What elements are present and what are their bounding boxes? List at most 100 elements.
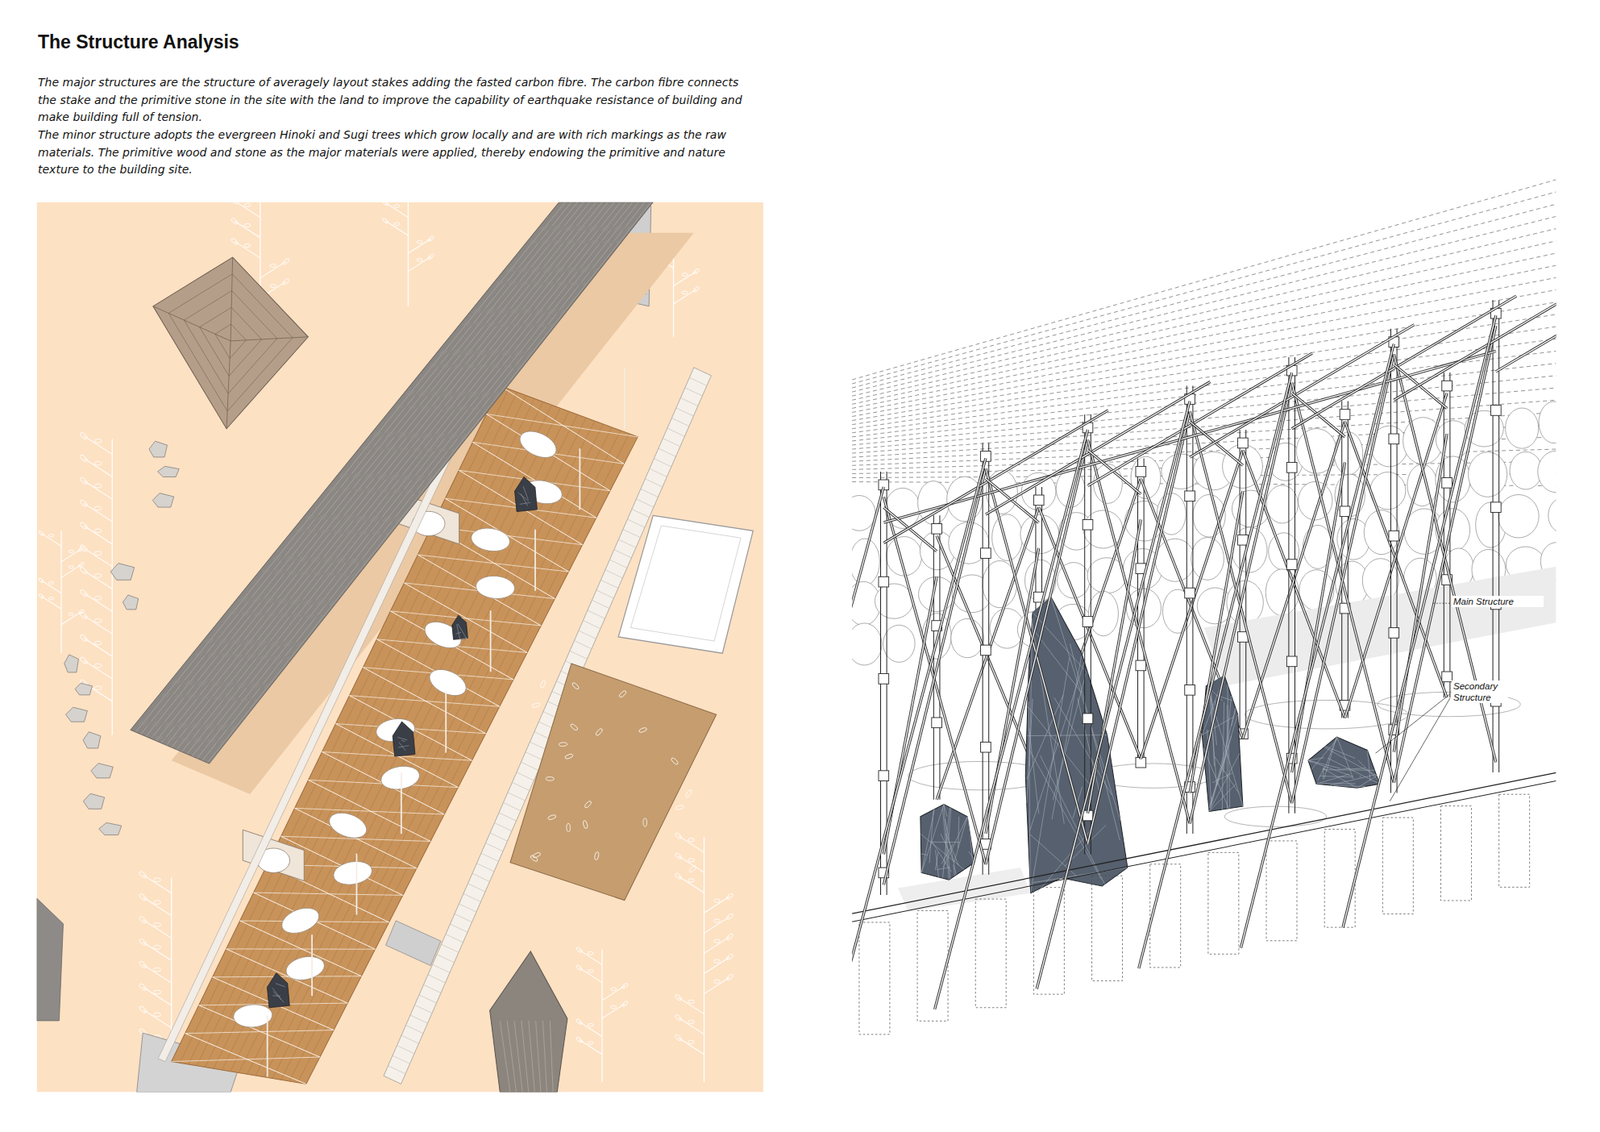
tension-cable xyxy=(349,695,472,761)
carbon-fibre-cable xyxy=(1036,401,1190,990)
tree-leaf xyxy=(94,483,102,488)
walkway-slat xyxy=(507,792,526,801)
column-joint xyxy=(1286,559,1297,570)
tension-cable xyxy=(417,554,541,626)
walkway-slat xyxy=(414,1004,433,1013)
stone-texture xyxy=(1358,760,1379,781)
tree-leaf xyxy=(94,596,102,601)
stone-texture xyxy=(1327,757,1380,784)
tree-branch xyxy=(704,896,731,914)
tension-cable xyxy=(171,1056,320,1062)
primitive-stone xyxy=(1308,736,1380,788)
stone-texture xyxy=(948,807,952,840)
wood-grain xyxy=(191,202,633,757)
column-joint xyxy=(1339,506,1351,517)
column-joint xyxy=(1033,494,1044,506)
wood-grain xyxy=(164,202,600,745)
tree-leaf xyxy=(138,982,148,991)
walkway-slat xyxy=(623,529,641,538)
floor-plank xyxy=(247,414,578,1074)
pier xyxy=(859,922,890,1035)
wood-grain xyxy=(153,202,586,740)
walkway-slat xyxy=(490,832,508,841)
tension-cable xyxy=(295,807,417,869)
leaf-mark xyxy=(670,756,680,765)
tree-leaf xyxy=(674,993,683,1001)
stone-texture xyxy=(920,833,965,869)
wood-grain xyxy=(193,202,635,757)
walkway-slat xyxy=(392,1055,411,1064)
wood-grain xyxy=(179,202,619,752)
tree-leaf xyxy=(587,1022,594,1027)
tree-branch xyxy=(61,548,82,562)
stone-texture xyxy=(1336,736,1354,779)
wall-stone xyxy=(1537,450,1557,493)
tree-branch xyxy=(142,1009,171,1028)
stone-texture xyxy=(1028,701,1031,886)
tree-leaf xyxy=(153,922,162,927)
walkway-slat xyxy=(440,943,459,952)
wood-grain xyxy=(203,202,647,762)
wood-grain xyxy=(142,202,574,736)
carbon-fibre-cable xyxy=(985,478,1039,523)
column-joint xyxy=(1491,502,1502,513)
tree-leaf xyxy=(713,898,720,902)
stone-texture xyxy=(967,816,971,837)
tree-branch xyxy=(41,532,62,546)
tree-leaf xyxy=(78,476,88,485)
tree-leaf xyxy=(621,1000,629,1007)
roof-purlin xyxy=(851,253,1557,404)
tree-leaf xyxy=(282,278,291,286)
front-column xyxy=(1288,357,1289,814)
front-column xyxy=(982,442,984,874)
stone-texture xyxy=(1026,698,1033,803)
wood-grain xyxy=(161,202,596,744)
stone-texture xyxy=(1308,760,1353,777)
column-joint xyxy=(1082,519,1093,530)
tension-cable xyxy=(253,892,404,895)
carbon-fibre-cable xyxy=(1036,401,1190,990)
roof-ridge xyxy=(153,306,231,341)
wood-grain xyxy=(154,202,588,740)
wall-stone xyxy=(1088,590,1118,636)
carbon-fibre-cable xyxy=(1292,295,1517,429)
roof-purlin xyxy=(851,277,1557,412)
wood-grain xyxy=(207,202,651,763)
stone-texture xyxy=(1349,768,1365,769)
stone-texture xyxy=(944,818,956,875)
leaf-mark xyxy=(547,814,557,821)
tree-leaf xyxy=(68,612,74,616)
tree-branch xyxy=(385,220,408,236)
column-joint xyxy=(1442,380,1453,391)
walkway-slat xyxy=(635,498,654,508)
stone-crack xyxy=(455,631,462,634)
stone-crack xyxy=(459,637,468,640)
tree-branch xyxy=(142,964,171,983)
tree-leaf xyxy=(37,593,45,599)
tree-leaf xyxy=(138,893,148,902)
stone-texture xyxy=(1029,727,1039,814)
walkway-slat xyxy=(502,802,521,811)
tree-branch xyxy=(678,876,705,894)
column-joint xyxy=(1286,656,1297,667)
tree-branch xyxy=(260,261,287,279)
site-stone xyxy=(515,476,538,512)
stone-texture xyxy=(1317,765,1326,781)
primitive-stone xyxy=(920,804,975,881)
leaf-mark xyxy=(685,789,693,798)
wood-grain xyxy=(135,202,566,732)
walkway-slat xyxy=(387,1065,406,1074)
tree-branch xyxy=(83,570,113,590)
tree-leaf xyxy=(674,851,683,860)
pier xyxy=(1441,806,1472,901)
pier xyxy=(1150,864,1181,968)
walkway-slat xyxy=(467,883,486,892)
tension-cable xyxy=(212,976,362,977)
walkway-slat xyxy=(658,448,677,457)
leaf-mark xyxy=(566,822,571,832)
wall-stone xyxy=(1055,469,1085,508)
pebble xyxy=(122,594,138,610)
stone-texture xyxy=(1334,785,1366,786)
roof-purlin xyxy=(851,191,1557,384)
